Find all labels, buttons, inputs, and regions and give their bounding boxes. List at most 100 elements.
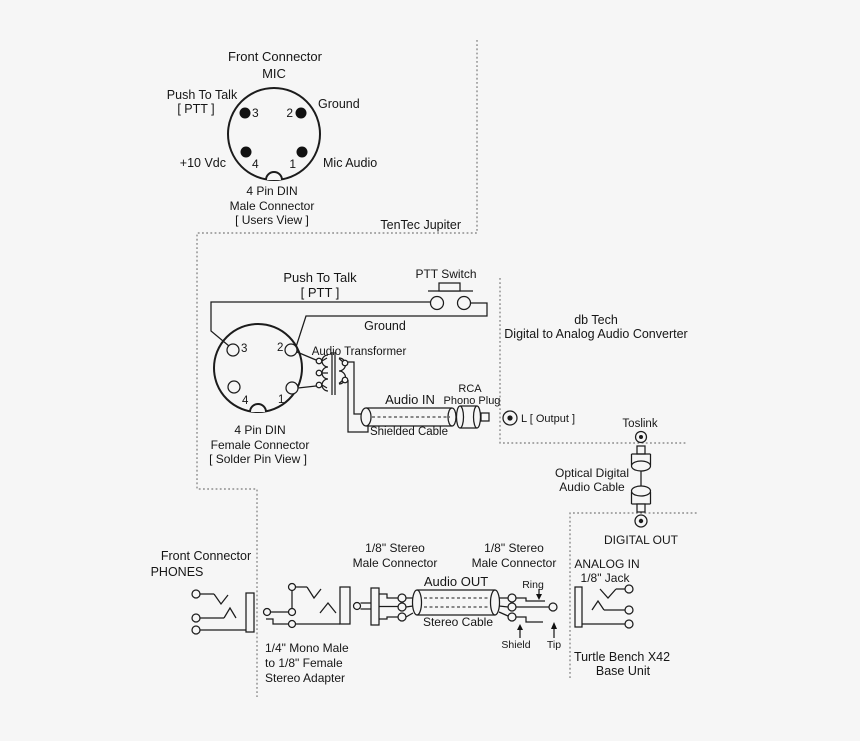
optical-label-2: Audio Cable bbox=[559, 480, 625, 494]
audio-out-label: Audio OUT bbox=[424, 574, 488, 589]
stereo-cable-label: Stereo Cable bbox=[423, 615, 493, 629]
left-connector-label-1: 1/8" Stereo bbox=[365, 541, 425, 555]
female-caption-3: [ Solder Pin View ] bbox=[209, 452, 307, 466]
right-male-connector bbox=[498, 593, 558, 623]
pin-1-number: 1 bbox=[289, 157, 296, 171]
din-male-body bbox=[227, 87, 321, 181]
ptt-circuit: Push To Talk [ PTT ] PTT Switch Ground bbox=[210, 267, 488, 348]
turtle-name-2: Base Unit bbox=[596, 664, 651, 678]
pin-1-label: Mic Audio bbox=[323, 156, 377, 170]
phones-title-1: Front Connector bbox=[161, 549, 251, 563]
adapter-caption-2: to 1/8" Female bbox=[265, 656, 343, 670]
secondary-wire-a bbox=[348, 361, 362, 415]
female-caption-1: 4 Pin DIN bbox=[234, 423, 285, 437]
left-male-connector bbox=[352, 587, 414, 626]
ring-annotation: Ring bbox=[522, 579, 544, 600]
din-male-notch bbox=[265, 171, 283, 181]
shield-arrow bbox=[517, 624, 523, 630]
din-male-connector: Front Connector MIC 3 2 4 1 Push To Talk… bbox=[167, 49, 377, 227]
turtle-base-unit: DIGITAL OUT ANALOG IN 1/8" Jack Turtle B… bbox=[574, 514, 679, 678]
pin-4-number: 4 bbox=[242, 395, 249, 407]
pin-2-label: Ground bbox=[318, 97, 360, 111]
tip-label: Tip bbox=[547, 639, 561, 651]
dbtech-name-1: db Tech bbox=[574, 313, 618, 327]
tip-annotation: Tip bbox=[547, 622, 561, 651]
tentec-jupiter-boundary bbox=[196, 40, 478, 697]
primary-terminal-mid bbox=[315, 369, 323, 377]
optical-label-1: Optical Digital bbox=[555, 466, 629, 480]
primary-terminal-bottom bbox=[315, 381, 323, 389]
primary-terminal-top bbox=[315, 357, 323, 365]
primary-coil bbox=[321, 354, 329, 392]
dbtech-converter: db Tech Digital to Analog Audio Converte… bbox=[502, 313, 688, 444]
dbtech-boundary bbox=[499, 278, 686, 444]
rca-label-2: Phono Plug bbox=[444, 395, 501, 407]
pin-4 bbox=[227, 380, 241, 394]
jack-size-label: 1/8" Jack bbox=[581, 571, 631, 585]
rca-phono-plug bbox=[455, 405, 490, 429]
cable-body bbox=[411, 589, 501, 616]
rca-output-jack bbox=[502, 410, 518, 426]
tentec-jupiter-label: TenTec Jupiter bbox=[380, 218, 461, 232]
pin-4 bbox=[240, 146, 252, 158]
ptt-label-2: [ PTT ] bbox=[301, 285, 340, 300]
adapter-caption-3: Stereo Adapter bbox=[265, 671, 345, 685]
mic-title-line2: MIC bbox=[262, 66, 286, 81]
ground-label: Ground bbox=[364, 319, 406, 333]
pin-2-number: 2 bbox=[277, 342, 283, 354]
rca-label-1: RCA bbox=[458, 383, 482, 395]
pin-3-number: 3 bbox=[252, 106, 259, 120]
analog-in-label: ANALOG IN bbox=[574, 557, 639, 571]
stereo-cable-assembly: 1/8" Stereo Male Connector 1/8" Stereo M… bbox=[353, 541, 562, 651]
din-female-connector: 3 2 4 1 4 Pin DIN Female Connector [ Sol… bbox=[209, 323, 310, 466]
digital-out-connector bbox=[634, 514, 648, 528]
shield-label: Shield bbox=[501, 639, 530, 651]
transformer-label: Audio Transformer bbox=[312, 346, 407, 358]
adapter-caption-1: 1/4" Mono Male bbox=[265, 641, 349, 655]
ring-label: Ring bbox=[522, 579, 544, 591]
ring-arrow bbox=[536, 594, 542, 600]
pin-1-number: 1 bbox=[278, 394, 284, 406]
right-connector-label-2: Male Connector bbox=[472, 556, 557, 570]
ground-wire bbox=[295, 302, 488, 348]
toslink-label: Toslink bbox=[622, 418, 657, 430]
right-connector-label-1: 1/8" Stereo bbox=[484, 541, 544, 555]
optical-cable: Optical Digital Audio Cable bbox=[555, 445, 652, 513]
pin-1 bbox=[285, 381, 299, 395]
ptt-label-1: Push To Talk bbox=[283, 270, 357, 285]
mic-caption-2: Male Connector bbox=[230, 199, 315, 213]
shield-annotation: Shield bbox=[501, 624, 531, 651]
pin-1 bbox=[296, 146, 308, 158]
audio-transformer: Audio Transformer bbox=[296, 346, 407, 433]
phones-jack: Front Connector PHONES bbox=[151, 549, 255, 635]
toslink-connector bbox=[634, 430, 648, 444]
ptt-wire bbox=[210, 301, 430, 347]
audio-in-label: Audio IN bbox=[385, 392, 435, 407]
phones-title-2: PHONES bbox=[151, 565, 204, 579]
pin-4-label: +10 Vdc bbox=[180, 156, 226, 170]
dbtech-name-2: Digital to Analog Audio Converter bbox=[504, 327, 687, 341]
secondary-terminal-top bbox=[341, 359, 349, 367]
mic-caption-3: [ Users View ] bbox=[235, 213, 309, 227]
stereo-adapter: 1/4" Mono Male to 1/8" Female Stereo Ada… bbox=[262, 582, 351, 685]
din-female-notch bbox=[249, 403, 267, 413]
secondary-terminal-bottom bbox=[341, 376, 349, 384]
pin-2 bbox=[284, 343, 298, 357]
pin-3-number: 3 bbox=[241, 343, 247, 355]
pin-4-number: 4 bbox=[252, 157, 259, 171]
turtle-name-1: Turtle Bench X42 bbox=[574, 650, 670, 664]
pin-2 bbox=[295, 107, 307, 119]
mic-caption-1: 4 Pin DIN bbox=[246, 184, 297, 198]
ptt-switch bbox=[428, 282, 473, 311]
shielded-cable-label: Shielded Cable bbox=[370, 426, 448, 438]
analog-in-jack bbox=[574, 584, 634, 629]
pin-2-number: 2 bbox=[286, 106, 293, 120]
pin-3-label-2: [ PTT ] bbox=[177, 102, 214, 116]
ptt-switch-label: PTT Switch bbox=[415, 267, 476, 281]
left-connector-label-2: Male Connector bbox=[353, 556, 438, 570]
din-female-body bbox=[213, 323, 303, 413]
female-caption-2: Female Connector bbox=[211, 438, 310, 452]
digital-out-label: DIGITAL OUT bbox=[604, 533, 679, 547]
